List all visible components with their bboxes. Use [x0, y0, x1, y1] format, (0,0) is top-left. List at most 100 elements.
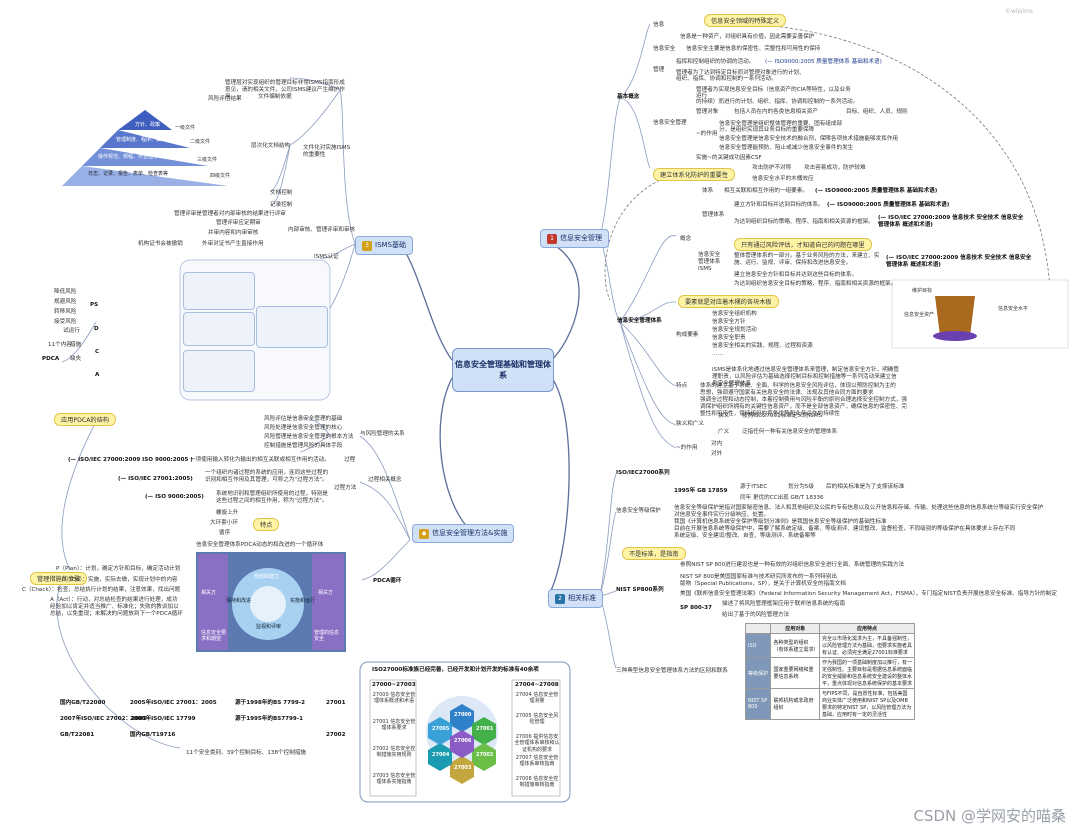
features-label: 特点 [676, 383, 688, 389]
highlight-elements: 要素就是对应着木桶的各块木板 [678, 295, 779, 308]
doc-importance: 文件化对实施ISMS的重要性 [303, 145, 351, 158]
process-std-3: (— ISO 9000:2005) [145, 494, 204, 500]
role-4: 实施~的关键成功因素CSF [696, 155, 762, 161]
timeline-cell: 国内GB/T19716 [130, 732, 176, 738]
role-2: 信息安全管理是信息安全技术的融合剂，保障各项技术措施能够发挥作用 [719, 136, 899, 142]
process-method: 过程方法 [334, 485, 357, 491]
timeline-cell: 源于1995年的BS7799-1 [235, 716, 304, 722]
bucket-label-2: 信息安全水平 [998, 306, 1029, 312]
element-item: 信息安全规划活动 [712, 327, 757, 333]
scope-label: 狭义和广义 [676, 421, 704, 427]
pdca-check-box [183, 350, 255, 392]
standard-left-item: 27003 信息安全管理体系实施指南 [372, 773, 416, 786]
process-concepts: 过程相关概念 [368, 477, 402, 483]
ism-def-a3: 的持续）而进行的计划、组织、指挥、协调和控制的一系列活动。 [696, 99, 859, 105]
grade-def-5: 系统定级、安全建设/整改、自查、等级测评、系统备案等 [674, 533, 816, 539]
feature-1: ISMS是体系化地通过信息安全管理体系来管理，制定信息安全方针，明确管理职责，以… [712, 367, 899, 387]
infosec-label: 信息安全 [653, 46, 676, 52]
trial-run: 试运行 [63, 328, 80, 334]
table-cell: 各种类型的组织（有体系建立需求） [770, 633, 820, 658]
cycle-do: 实施和运行 [290, 598, 316, 604]
timeline-cell: GB/T22081 [60, 732, 95, 738]
concept-label: 概念 [680, 236, 692, 242]
gb-support: 后的相关标准是为了支撑该标准 [826, 484, 905, 490]
table-cell: 联邦机构或非政府组织 [770, 688, 820, 720]
standards-left-title: 27000~27003 [372, 682, 416, 688]
standard-left-item: 27002 信息安全控制措施实用规则 [372, 746, 416, 759]
iso27000-series: ISO/IEC27000系列 [616, 470, 670, 476]
branch-icon: ◆ [419, 529, 429, 539]
step-act-2: 经验加以肯定并适当推广、标准化；失败的教训加以 [50, 604, 179, 610]
grade-protection: 信息安全等级保护 [616, 508, 661, 514]
role-label: ~的作用 [696, 131, 718, 137]
pdca-act-box [183, 312, 255, 346]
infosec-def: 信息安全主要是信息的保密性、完整性和可用性的保持 [686, 46, 821, 52]
ism-def-a: 管理者为实现信息安全目标（信息资产的CIA等特性，以及业务 [696, 87, 851, 93]
build-1: 攻击防护不对称 [752, 165, 792, 171]
broad-label: 广义 [718, 429, 730, 435]
hex-label: 27002 [476, 752, 494, 758]
sp800-37-b: 给出了基于的风险管理方法 [722, 612, 790, 618]
pdca-c: C [95, 349, 100, 355]
pyramid-tag-4: 四级文件 [210, 173, 231, 179]
risk-option: 规避风险 [54, 299, 77, 305]
isms-std: (— ISO/IEC 27000:2009 信息技术 安全技术 信息安全管理体系… [886, 255, 1032, 268]
standards-title: ISO27000标准族已经完善，已经开发和计划开发的标准有40余项 [372, 667, 539, 673]
central-topic[interactable]: 信息安全管理基础和管理体系 [452, 348, 554, 392]
ism-object-value: 包括人员在内的各类信息相关资产 [734, 109, 818, 115]
feature-spiral: 螺旋上升 [216, 510, 239, 516]
mgmt-label: 管理 [653, 67, 665, 73]
relation-3: 风险管理是信息安全管理的根本方法 [264, 434, 354, 440]
mgmt-def-a: 指挥和控制组织的协调的活动。 [676, 59, 755, 65]
branch-methods-implementation[interactable]: ◆信息安全管理方法&实施 [412, 524, 515, 543]
standard-left-item: 27001 信息安全管理体系要求 [372, 719, 416, 732]
pdca-word: PDCA [42, 356, 60, 362]
missing: 缺失 [70, 356, 82, 362]
gb-cc: 同年 更优的CC出现 GB/T 18336 [740, 495, 824, 501]
process-def-3b: 这些过程之间的相互作用，称为"过程方法"。 [216, 498, 328, 504]
mgmt-def-c: 组织、指挥、协调和控制的一系列活动。 [676, 76, 777, 82]
feature-ring: 大环套小环 [210, 520, 238, 526]
standards-right-title: 27004~27008 [515, 682, 559, 688]
table-header-cell: 应用对象 [770, 623, 820, 634]
pdca-d: D [94, 326, 99, 332]
pyramid-l2: 管理制度、程序、策略文件等 [116, 137, 182, 143]
pyramid-tag-2: 二级文件 [190, 139, 211, 145]
step-plan: P（Plan）：计划，确定方针和目标，确定活动计划 [56, 566, 181, 572]
step-act: A（Act）：行动，对总结检查的结果进行处理，成功 [50, 597, 178, 603]
grade-def-3: 我国《计算机信息系统安全保护等级划分准则》是我国信息安全等级保护的基础性标准 [674, 519, 887, 525]
system-label: 体系 [702, 188, 714, 194]
element-item: …… [712, 351, 724, 357]
timeline-cell: 源于1998年的BS 7799-2 [235, 700, 305, 706]
role-3: 信息安全管理能预防、阻止或减少信息安全事件的发生 [719, 145, 854, 151]
pyramid-l4: 日志、记录、报告、表单、检查表等 [88, 171, 169, 177]
nist-series: NIST SP800系列 [616, 587, 664, 593]
ms-label: 管理体系 [702, 212, 725, 218]
pdca-do-box [256, 306, 328, 348]
role-1: 信息安全管理是组织整体管理的重要、固有组成部 [719, 121, 843, 127]
ism-object-rule: 目标、组织、人员、规则 [846, 109, 908, 115]
isms-doc-note: 管理层对实现组织的管理目标非常ISMS指南形成意见，请的相关文件，公司ISMS建… [225, 80, 345, 100]
branch-label: 相关标准 [568, 594, 596, 602]
timeline-cell: 2007年ISO/IEC 27002：2005 [60, 716, 147, 722]
nist-2: NIST SP 800是美国国家标准与技术研究所发布的一系列特别出 [680, 574, 838, 580]
grade-def-1: 信息安全等级保护是指对国家秘密信息、法人和其他组织及公民的专有信息以及公开信息和… [674, 505, 1044, 511]
relation-1: 风险评估是信息安全管理的基础 [264, 416, 343, 422]
bucket-label-1: 维护目标 [912, 288, 933, 294]
pdca-figure-title: 信息安全管理体系PDCA动态的和改进的一个循环体 [196, 542, 324, 548]
measures: 措施 [70, 342, 82, 348]
audit-2: 管理评审应定期审 [216, 220, 261, 226]
build-1-reason: 攻击容易成功，防护较难 [804, 165, 866, 171]
branch-label: 信息安全管理 [560, 234, 602, 242]
standard-left-item: 27000 信息安全管理体系概述和术语 [372, 692, 416, 705]
branch-label: ISMS基础 [375, 241, 406, 249]
hex-label: 27005 [432, 726, 450, 732]
audit-label: 内部审核、管理评审和审核 [288, 227, 356, 233]
cycle-input: 信息安全要求和期望 [201, 630, 227, 643]
cycle-act: 保持和改进 [226, 598, 252, 604]
hex-label: 27004 [432, 752, 450, 758]
